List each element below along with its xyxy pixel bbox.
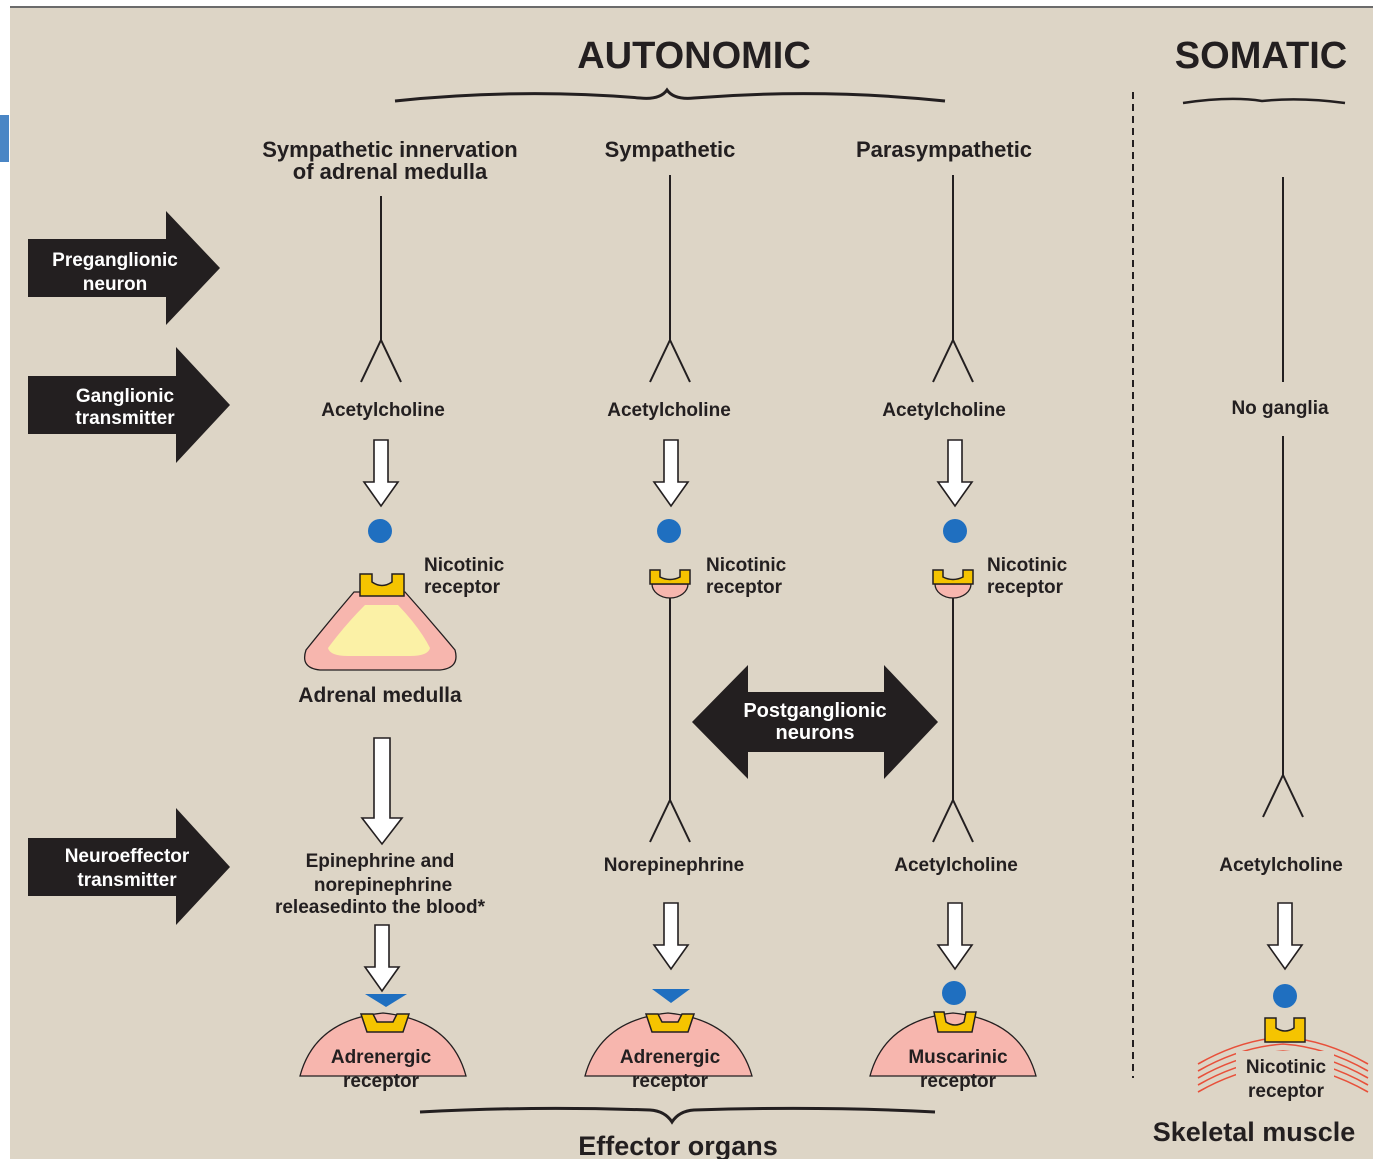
ganglionic-label-line2: transmitter bbox=[75, 408, 175, 429]
adrenal-effector-receptor-line2: receptor bbox=[343, 1071, 420, 1092]
adrenal-neuroeffector-line3: releasedinto the blood* bbox=[275, 897, 486, 918]
preganglionic-label-line1: Preganglionic bbox=[52, 250, 178, 271]
adrenal-ganglionic-transmitter: Acetylcholine bbox=[321, 400, 445, 421]
somatic-acetylcholine-dot bbox=[1273, 984, 1297, 1008]
adrenal-medulla-label: Adrenal medulla bbox=[298, 684, 462, 707]
postganglionic-double-arrow: Postganglionic neurons bbox=[692, 665, 938, 779]
parasympathetic-acetylcholine-effector-dot bbox=[942, 981, 966, 1005]
ganglionic-label-line1: Ganglionic bbox=[76, 386, 175, 407]
neuroeffector-label-line1: Neuroeffector bbox=[65, 846, 190, 867]
parasympathetic-neuroeffector-transmitter: Acetylcholine bbox=[894, 855, 1018, 876]
sympathetic-norepinephrine-marker bbox=[652, 989, 690, 1003]
somatic-effector-receptor-line1: Nicotinic bbox=[1246, 1057, 1327, 1078]
somatic-no-ganglia: No ganglia bbox=[1231, 398, 1329, 419]
autonomic-header: AUTONOMIC bbox=[577, 35, 811, 77]
adrenal-column-title-line1: Sympathetic innervation bbox=[262, 137, 518, 162]
parasympathetic-effector-receptor-line2: receptor bbox=[920, 1071, 997, 1092]
preganglionic-arrow: Preganglionic neuron bbox=[28, 211, 220, 325]
sympathetic-column-title: Sympathetic bbox=[605, 137, 736, 162]
sympathetic-ganglionic-transmitter: Acetylcholine bbox=[607, 400, 731, 421]
somatic-effector-receptor-line2: receptor bbox=[1248, 1081, 1325, 1102]
effector-organs-label: Effector organs bbox=[578, 1131, 778, 1159]
sympathetic-effector-receptor-line2: receptor bbox=[632, 1071, 709, 1092]
sympathetic-effector-cell bbox=[584, 1012, 753, 1077]
skeletal-muscle-label: Skeletal muscle bbox=[1153, 1117, 1356, 1147]
sympathetic-receptor-label-line2: receptor bbox=[706, 577, 783, 598]
sympathetic-neuroeffector-transmitter: Norepinephrine bbox=[604, 855, 744, 876]
preganglionic-label-line2: neuron bbox=[83, 274, 147, 295]
adrenal-receptor-label-line1: Nicotinic bbox=[424, 555, 505, 576]
somatic-brace bbox=[1182, 97, 1346, 105]
adrenal-neuroeffector-line2: norepinephrine bbox=[314, 875, 452, 896]
adrenal-effector-cell bbox=[299, 1012, 467, 1077]
adrenal-neuroeffector-line1: Epinephrine and bbox=[306, 851, 455, 872]
adrenal-receptor-label-line2: receptor bbox=[424, 577, 501, 598]
adrenal-effector-receptor-line1: Adrenergic bbox=[331, 1047, 432, 1068]
adrenal-column-title-line2: of adrenal medulla bbox=[293, 159, 488, 184]
sympathetic-acetylcholine-dot bbox=[657, 519, 681, 543]
ganglionic-transmitter-arrow: Ganglionic transmitter bbox=[28, 347, 230, 463]
somatic-neuroeffector-transmitter: Acetylcholine bbox=[1219, 855, 1343, 876]
sympathetic-effector-receptor-line1: Adrenergic bbox=[620, 1047, 721, 1068]
parasympathetic-acetylcholine-dot bbox=[943, 519, 967, 543]
diagram-background bbox=[10, 8, 1373, 1159]
parasympathetic-receptor-label-line1: Nicotinic bbox=[987, 555, 1068, 576]
autonomic-brace bbox=[394, 87, 946, 103]
somatic-receptor-label-backing bbox=[1236, 1051, 1334, 1105]
parasympathetic-effector-cell bbox=[869, 1012, 1037, 1077]
somatic-nicotinic-receptor bbox=[1264, 1017, 1306, 1043]
parasympathetic-column-title: Parasympathetic bbox=[856, 137, 1032, 162]
sympathetic-receptor-label-line1: Nicotinic bbox=[706, 555, 787, 576]
postganglionic-label-line2: neurons bbox=[776, 722, 855, 744]
parasympathetic-effector-receptor-line1: Muscarinic bbox=[908, 1047, 1008, 1068]
neuroeffector-transmitter-arrow: Neuroeffector transmitter bbox=[28, 808, 230, 925]
parasympathetic-ganglionic-transmitter: Acetylcholine bbox=[882, 400, 1006, 421]
corner-tab bbox=[0, 115, 9, 162]
parasympathetic-receptor-label-line2: receptor bbox=[987, 577, 1064, 598]
parasympathetic-muscarinic-receptor bbox=[933, 1011, 977, 1033]
effector-organs-brace bbox=[419, 1106, 936, 1125]
adrenal-medulla-core bbox=[328, 605, 430, 656]
adrenal-nicotinic-receptor bbox=[359, 573, 405, 597]
adrenal-acetylcholine-dot bbox=[368, 519, 392, 543]
adrenal-epinephrine-marker bbox=[365, 994, 407, 1007]
somatic-header: SOMATIC bbox=[1175, 35, 1347, 77]
postganglionic-label-line1: Postganglionic bbox=[743, 700, 886, 722]
neuroeffector-label-line2: transmitter bbox=[77, 870, 177, 891]
